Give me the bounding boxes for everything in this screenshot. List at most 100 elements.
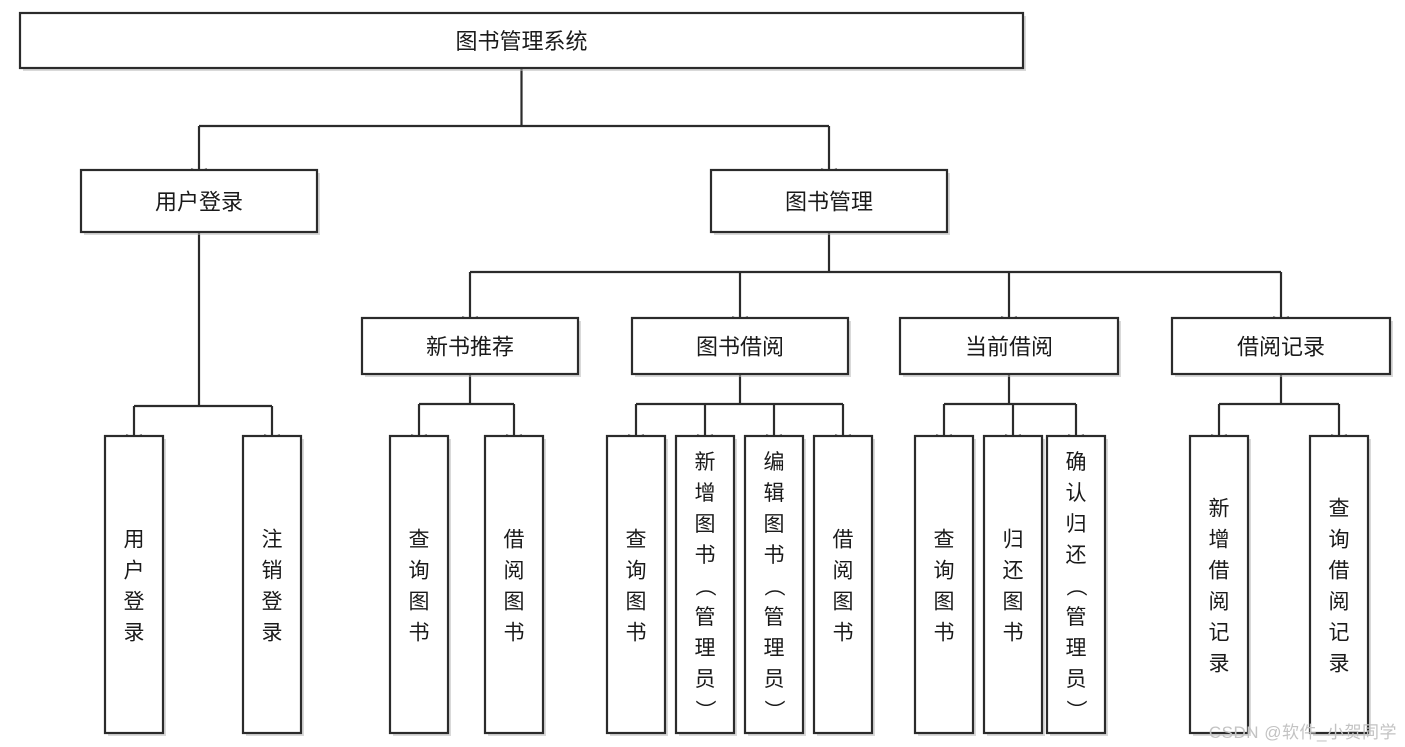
- node-boxes: [18, 11, 1392, 735]
- node-book-manage: [709, 168, 949, 234]
- svg-text:询: 询: [1329, 529, 1350, 552]
- node-leaf-add-record: [1188, 434, 1250, 735]
- svg-text:书: 书: [1003, 622, 1024, 645]
- svg-text:图: 图: [764, 513, 785, 536]
- svg-text:）: ）: [762, 700, 785, 721]
- svg-text:图: 图: [695, 513, 716, 536]
- svg-text:管: 管: [1066, 606, 1087, 629]
- svg-text:录: 录: [124, 622, 145, 645]
- node-book-borrow: [630, 316, 850, 376]
- node-leaf-edit-book: [743, 434, 805, 735]
- svg-text:新: 新: [1209, 498, 1230, 521]
- svg-text:录: 录: [262, 622, 283, 645]
- node-leaf-logout: [241, 434, 303, 735]
- svg-text:书: 书: [934, 622, 955, 645]
- node-new-book-recommend-label: 新书推荐: [426, 335, 514, 360]
- svg-text:查: 查: [626, 529, 647, 552]
- svg-text:辑: 辑: [764, 482, 785, 505]
- svg-text:录: 录: [1209, 653, 1230, 676]
- svg-text:管: 管: [764, 606, 785, 629]
- svg-text:图: 图: [934, 591, 955, 614]
- svg-text:借: 借: [504, 529, 525, 552]
- svg-text:查: 查: [1329, 498, 1350, 521]
- svg-text:借: 借: [1329, 560, 1350, 583]
- svg-text:登: 登: [124, 591, 145, 614]
- svg-text:员: 员: [1066, 668, 1087, 691]
- node-leaf-add-book: [674, 434, 736, 735]
- svg-text:理: 理: [695, 637, 716, 660]
- svg-text:书: 书: [764, 544, 785, 567]
- svg-text:归: 归: [1003, 529, 1024, 552]
- node-user-login: [79, 168, 319, 234]
- node-leaf-query-book-2: [605, 434, 667, 735]
- svg-text:询: 询: [934, 560, 955, 583]
- node-current-borrow-label: 当前借阅: [965, 335, 1053, 360]
- svg-text:（: （: [762, 576, 785, 597]
- node-leaf-return-book: [982, 434, 1044, 735]
- node-leaf-user-login-label: 用户登录: [124, 529, 145, 645]
- svg-text:图: 图: [504, 591, 525, 614]
- svg-text:查: 查: [409, 529, 430, 552]
- svg-text:图: 图: [626, 591, 647, 614]
- svg-text:录: 录: [1329, 653, 1350, 676]
- svg-text:查: 查: [934, 529, 955, 552]
- node-book-borrow-label: 图书借阅: [696, 335, 784, 360]
- connector-lines: [126, 68, 1347, 448]
- svg-text:（: （: [693, 576, 716, 597]
- svg-text:阅: 阅: [1209, 591, 1230, 614]
- svg-text:还: 还: [1003, 560, 1024, 583]
- node-leaf-borrow-book-2: [812, 434, 874, 735]
- svg-text:增: 增: [1209, 529, 1230, 552]
- node-leaf-user-login: [103, 434, 165, 735]
- svg-text:管: 管: [695, 606, 716, 629]
- svg-text:阅: 阅: [833, 560, 854, 583]
- node-leaf-query-book-3: [913, 434, 975, 735]
- svg-text:阅: 阅: [504, 560, 525, 583]
- svg-text:）: ）: [1064, 700, 1087, 721]
- svg-text:户: 户: [124, 560, 145, 583]
- node-leaf-query-book-1: [388, 434, 450, 735]
- watermark-text: CSDN @软件_小贺同学: [1208, 723, 1397, 742]
- svg-text:用: 用: [124, 529, 145, 552]
- svg-text:借: 借: [833, 529, 854, 552]
- svg-text:借: 借: [1209, 560, 1230, 583]
- svg-text:）: ）: [693, 700, 716, 721]
- node-book-manage-label: 图书管理: [785, 190, 873, 215]
- node-root-label: 图书管理系统: [455, 29, 587, 54]
- node-leaf-confirm-return: [1045, 434, 1107, 735]
- svg-text:员: 员: [764, 668, 785, 691]
- svg-text:书: 书: [833, 622, 854, 645]
- svg-text:销: 销: [262, 560, 283, 583]
- svg-text:理: 理: [764, 637, 785, 660]
- svg-text:还: 还: [1066, 544, 1087, 567]
- node-root: [18, 11, 1025, 70]
- node-new-book-recommend: [360, 316, 580, 376]
- svg-text:书: 书: [409, 622, 430, 645]
- svg-text:（: （: [1064, 576, 1087, 597]
- svg-text:询: 询: [626, 560, 647, 583]
- svg-text:书: 书: [695, 544, 716, 567]
- node-leaf-query-record: [1308, 434, 1370, 735]
- svg-text:登: 登: [262, 591, 283, 614]
- svg-text:确: 确: [1066, 451, 1087, 474]
- svg-text:图: 图: [409, 591, 430, 614]
- svg-text:编: 编: [764, 451, 785, 474]
- node-user-login-label: 用户登录: [155, 190, 243, 215]
- svg-text:员: 员: [695, 668, 716, 691]
- svg-text:增: 增: [695, 482, 716, 505]
- node-labels: 图书管理系统用户登录图书管理新书推荐图书借阅当前借阅借阅记录用户登录注销登录查询…: [124, 29, 1350, 721]
- svg-text:记: 记: [1329, 622, 1350, 645]
- svg-text:记: 记: [1209, 622, 1230, 645]
- node-current-borrow: [898, 316, 1120, 376]
